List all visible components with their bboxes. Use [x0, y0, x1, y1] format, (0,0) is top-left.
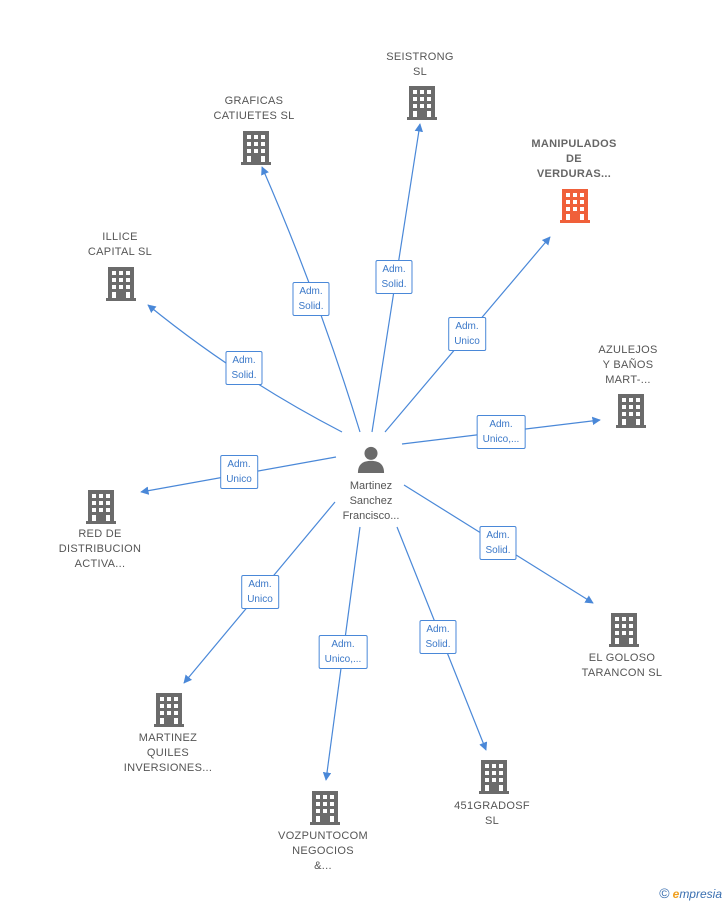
company-label-line: MARTINEZ	[138, 732, 198, 744]
edge-label-line: Adm.	[248, 579, 272, 590]
company-label-line: DE	[566, 153, 582, 165]
edge-label-line: Adm.	[299, 286, 323, 297]
footer-brand[interactable]: ©empresia	[659, 885, 722, 901]
company-label-line: TARANCON SL	[581, 667, 663, 679]
company-label-line: ACTIVA...	[74, 558, 126, 570]
company-label-line: SL	[484, 815, 500, 827]
edge-label-manipulados[interactable]: Adm. Unico	[448, 317, 486, 351]
copyright-symbol: ©	[659, 885, 670, 901]
edge-label-line: Adm.	[426, 624, 450, 635]
building-icon[interactable]	[560, 189, 590, 223]
company-label-line: RED DE	[78, 528, 122, 540]
building-icon[interactable]	[241, 131, 271, 165]
edge-label-line: Unico,...	[324, 654, 362, 665]
company-label-line: &...	[314, 860, 332, 872]
company-label-goloso[interactable]: EL GOLOSO TARANCON SL	[582, 651, 663, 681]
company-label-line: QUILES	[146, 747, 190, 759]
company-label-line: Y BAÑOS	[602, 359, 654, 371]
edge-label-line: Solid.	[298, 301, 324, 312]
edge-label-martinezquiles[interactable]: Adm. Unico	[241, 575, 279, 609]
edge-label-line: Unico,...	[482, 434, 520, 445]
edge-label-illice[interactable]: Adm. Solid.	[225, 351, 263, 385]
edge-label-line: Solid.	[485, 545, 511, 556]
edge-label-line: Adm.	[486, 530, 510, 541]
person-label-line: Martinez	[349, 480, 393, 492]
company-label-vozpuntocom[interactable]: VOZPUNTOCOM NEGOCIOS &...	[278, 829, 368, 874]
company-label-line: VOZPUNTOCOM	[278, 830, 368, 842]
edge-label-451grados[interactable]: Adm. Solid.	[419, 620, 457, 654]
edge-label-line: Solid.	[425, 639, 451, 650]
company-label-line: VERDURAS...	[536, 168, 612, 180]
company-label-line: SL	[412, 66, 428, 78]
building-icon[interactable]	[154, 693, 184, 727]
company-label-line: INVERSIONES...	[123, 762, 213, 774]
edge-label-line: Adm.	[232, 355, 256, 366]
company-label-line: SEISTRONG	[386, 51, 454, 63]
edge-label-line: Solid.	[381, 279, 407, 290]
edge-label-line: Unico	[247, 594, 273, 605]
person-label-line: Francisco...	[342, 510, 400, 522]
company-label-seistrong[interactable]: SEISTRONG SL	[386, 50, 454, 80]
edge-label-line: Solid.	[231, 370, 257, 381]
building-icon[interactable]	[310, 791, 340, 825]
building-icon[interactable]	[407, 86, 437, 120]
company-label-line: ILLICE	[102, 231, 138, 243]
building-icon[interactable]	[86, 490, 116, 524]
building-icon[interactable]	[616, 394, 646, 428]
company-label-line: MART-...	[605, 374, 651, 386]
edge-label-red[interactable]: Adm. Unico	[220, 455, 258, 489]
company-label-manipulados[interactable]: MANIPULADOS DE VERDURAS...	[531, 137, 616, 182]
building-icon[interactable]	[609, 613, 639, 647]
edge-label-line: Unico	[226, 474, 252, 485]
brand-initial: e	[672, 887, 680, 901]
company-label-line: EL GOLOSO	[588, 652, 656, 664]
brand-name: mpresia	[679, 887, 722, 901]
building-icon[interactable]	[106, 267, 136, 301]
company-label-line: CATIUETES SL	[213, 110, 295, 122]
edge-label-seistrong[interactable]: Adm. Solid.	[375, 260, 413, 294]
company-label-martinezquiles[interactable]: MARTINEZ QUILES INVERSIONES...	[124, 731, 213, 776]
company-label-line: MANIPULADOS	[531, 138, 617, 150]
nodes-layer	[86, 86, 646, 825]
company-label-azulejos[interactable]: AZULEJOS Y BAÑOS MART-...	[598, 343, 657, 388]
person-label-line: Sanchez	[349, 495, 393, 507]
edge-label-goloso[interactable]: Adm. Solid.	[479, 526, 517, 560]
company-label-line: GRAFICAS	[224, 95, 284, 107]
company-label-451grados[interactable]: 451GRADOSF SL	[454, 799, 530, 829]
company-label-red[interactable]: RED DE DISTRIBUCION ACTIVA...	[59, 527, 141, 572]
company-label-line: DISTRIBUCION	[58, 543, 142, 555]
edge-label-line: Adm.	[489, 419, 513, 430]
edge-label-line: Unico	[454, 336, 480, 347]
edge-label-line: Adm.	[331, 639, 355, 650]
company-label-illice[interactable]: ILLICE CAPITAL SL	[88, 230, 152, 260]
company-label-graficas[interactable]: GRAFICAS CATIUETES SL	[213, 94, 294, 124]
building-icon[interactable]	[479, 760, 509, 794]
edge-label-vozpuntocom[interactable]: Adm. Unico,...	[318, 635, 368, 669]
person-icon[interactable]	[357, 446, 385, 473]
edge-label-azulejos[interactable]: Adm. Unico,...	[476, 415, 526, 449]
company-label-line: AZULEJOS	[598, 344, 658, 356]
edge-label-line: Adm.	[227, 459, 251, 470]
edge-label-line: Adm.	[455, 321, 479, 332]
company-label-line: CAPITAL SL	[87, 246, 153, 258]
edge-label-line: Adm.	[382, 264, 406, 275]
edge-label-graficas[interactable]: Adm. Solid.	[292, 282, 330, 316]
company-label-line: NEGOCIOS	[292, 845, 354, 857]
company-label-line: 451GRADOSF	[454, 800, 530, 812]
